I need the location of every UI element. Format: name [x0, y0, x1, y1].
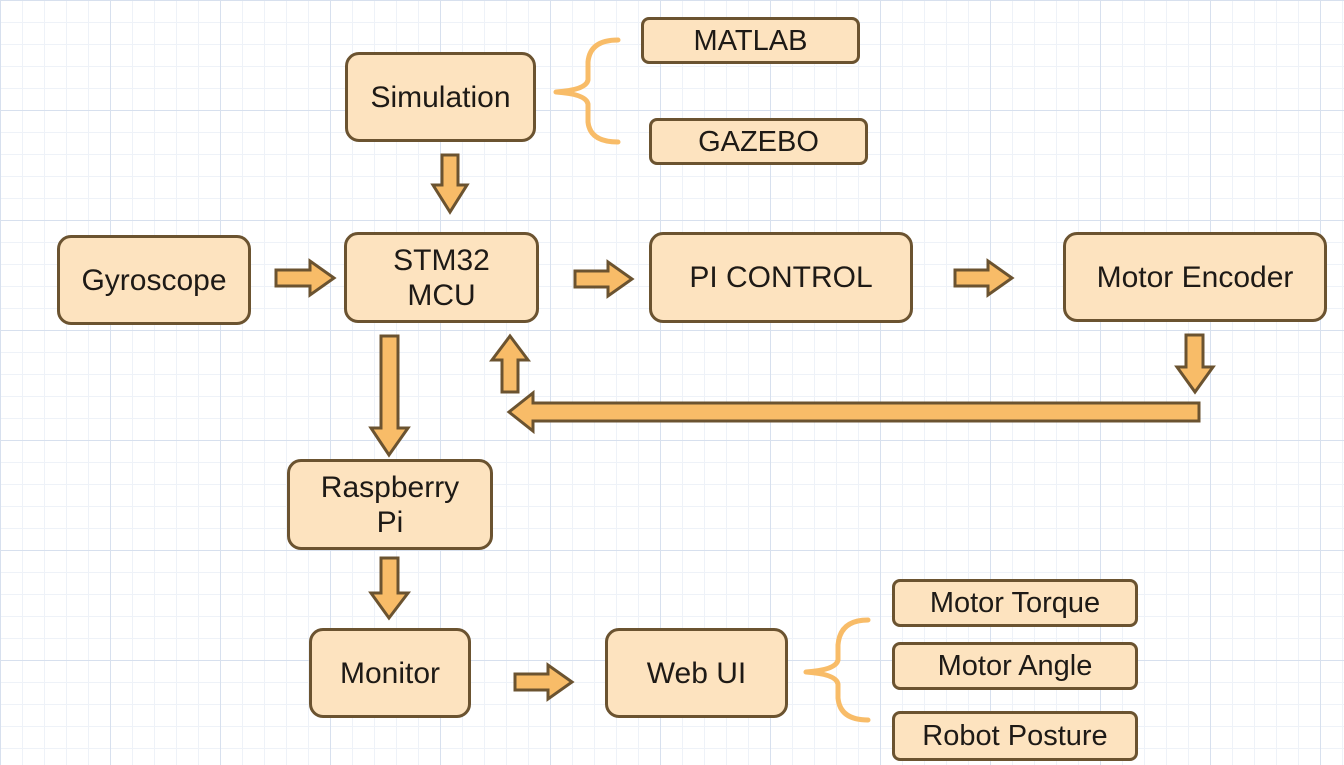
node-robot-posture: Robot Posture [892, 711, 1138, 761]
node-gazebo: GAZEBO [649, 118, 868, 165]
arrow-simulation-to-stm32 [430, 153, 470, 215]
arrow-stm32-to-pi-control [573, 259, 635, 299]
node-pi-control: PI CONTROL [649, 232, 913, 323]
arrow-feedback-up-to-stm32 [489, 333, 531, 394]
arrow-monitor-to-web-ui [513, 662, 575, 702]
node-matlab: MATLAB [641, 17, 860, 64]
node-motor-angle: Motor Angle [892, 642, 1138, 690]
node-motor-torque: Motor Torque [892, 579, 1138, 627]
simulation-tools-brace [553, 37, 621, 145]
node-gyroscope: Gyroscope [57, 235, 251, 325]
node-raspberry-pi: Raspberry Pi [287, 459, 493, 550]
node-motor-encoder: Motor Encoder [1063, 232, 1327, 322]
node-web-ui: Web UI [605, 628, 788, 718]
arrow-raspberry-pi-to-monitor [368, 556, 412, 621]
arrow-feedback-left [506, 389, 1201, 435]
arrow-stm32-to-raspberry-pi [368, 334, 411, 458]
arrow-motor-encoder-down [1174, 333, 1216, 395]
arrow-pi-control-to-motor-encoder [953, 258, 1015, 298]
node-stm32-mcu: STM32 MCU [344, 232, 539, 323]
web-ui-outputs-brace [803, 617, 871, 723]
arrow-gyroscope-to-stm32 [274, 258, 337, 298]
node-simulation: Simulation [345, 52, 536, 142]
node-monitor: Monitor [309, 628, 471, 718]
